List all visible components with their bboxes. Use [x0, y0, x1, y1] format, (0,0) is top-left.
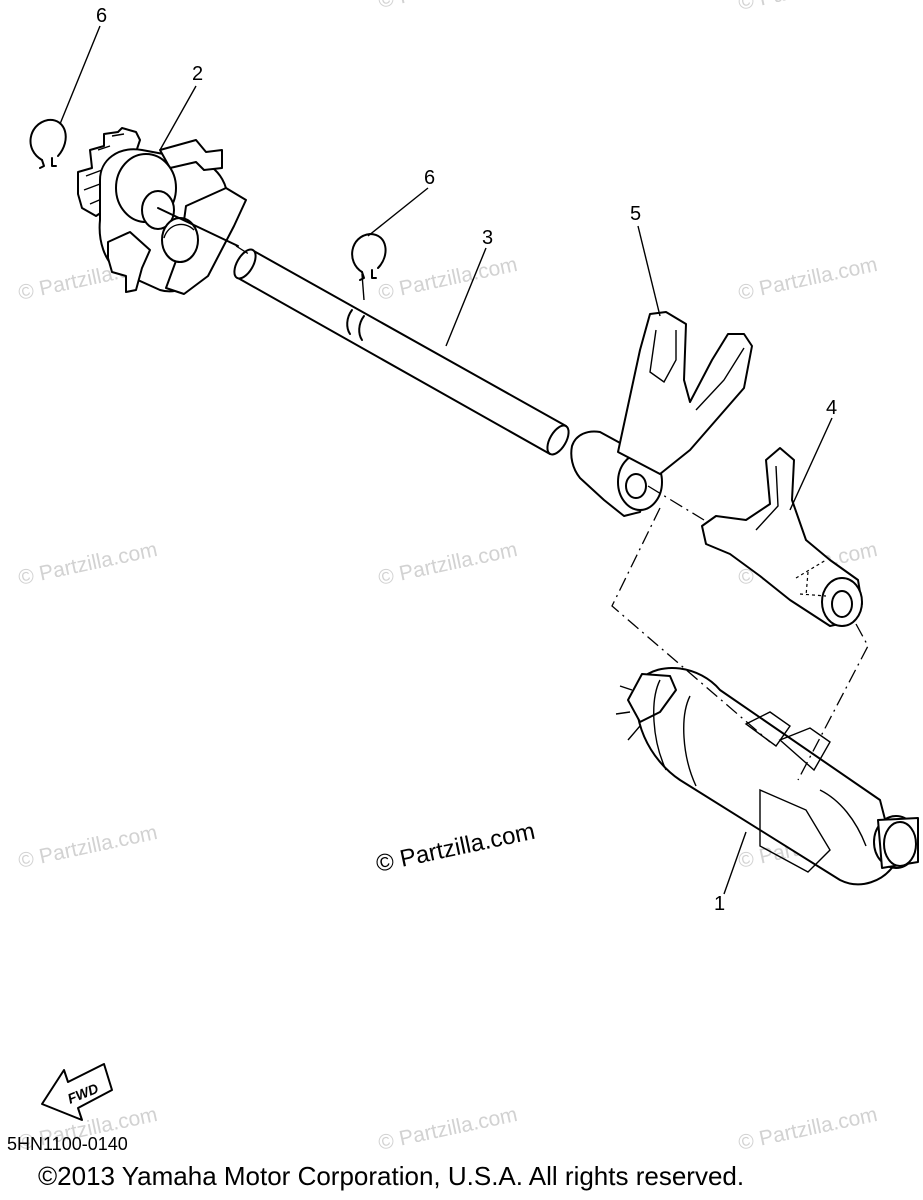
callout-4: 4 — [826, 397, 837, 419]
callout-5: 5 — [630, 203, 641, 225]
watermark: © Partzilla.com — [736, 1103, 879, 1155]
fwd-arrow-icon: FWD — [41, 1063, 113, 1121]
watermark: © Partzilla.com — [376, 0, 519, 13]
shift-shaft-3 — [233, 248, 570, 456]
watermark: © Partzilla.com — [376, 1103, 519, 1155]
callouts: 6 2 6 3 5 4 1 — [96, 5, 837, 915]
assembly-lines — [235, 245, 869, 781]
watermark-center: © Partzilla.com — [374, 818, 538, 878]
watermark: © Partzilla.com — [736, 253, 879, 305]
part-code: 5HN1100-0140 — [7, 1134, 128, 1154]
watermark: © Partzilla.com — [376, 538, 519, 590]
watermark: © Partzilla.com — [736, 0, 879, 15]
callout-6: 6 — [96, 5, 107, 27]
shift-fork-5 — [570, 311, 753, 517]
watermark: © Partzilla.com — [16, 821, 159, 873]
copyright-notice: ©2013 Yamaha Motor Corporation, U.S.A. A… — [38, 1161, 745, 1191]
shift-segment-2 — [77, 127, 247, 295]
watermark: © Partzilla.com — [16, 538, 159, 590]
circlip-6-middle — [351, 233, 387, 281]
leader-lines — [59, 25, 833, 895]
circlip-6-left — [29, 118, 67, 169]
callout-2: 2 — [192, 63, 203, 85]
watermark: © Partzilla.com — [376, 253, 519, 305]
shift-cam-1 — [615, 666, 919, 886]
callout-3: 3 — [482, 227, 493, 249]
callout-6: 6 — [424, 167, 435, 189]
shift-fork-4 — [701, 447, 863, 627]
callout-1: 1 — [714, 893, 725, 915]
